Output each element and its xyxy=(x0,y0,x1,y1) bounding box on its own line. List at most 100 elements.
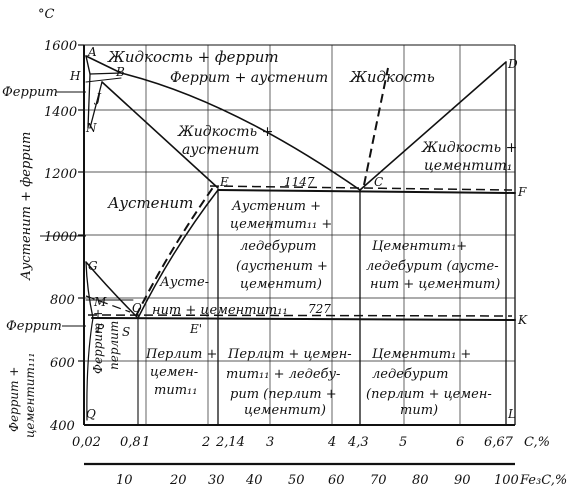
x-unit-c: C,% xyxy=(524,435,550,450)
region-pearl-cem-2: цемен- xyxy=(150,365,198,380)
point-labels: A B H J N E C D F G P S K M O Q L E' xyxy=(69,45,528,421)
side-ferrite-cem-1: Феррит + xyxy=(7,367,21,432)
fe3c-tick-10: 10 xyxy=(116,473,133,488)
fe3c-tick-40: 40 xyxy=(245,473,263,488)
region-aust-cem-led-1: Аустенит + xyxy=(231,199,321,214)
region-cem-led-2: ледебурит (аусте- xyxy=(366,259,499,274)
region-austenite: Аустенит xyxy=(107,194,193,212)
y-tick-600: 600 xyxy=(50,356,75,371)
side-ferrite-cem-2: цементит₁₁₁ xyxy=(23,353,37,438)
point-p: P xyxy=(95,322,105,336)
fe3c-tick-60: 60 xyxy=(328,473,345,488)
eutectic-ecf xyxy=(217,189,516,194)
point-k: K xyxy=(517,313,528,327)
region-pearl-cem-led-3: рит (перлит + xyxy=(230,387,337,402)
region-pearl-cem-led-1: Перлит + цемен- xyxy=(227,347,352,362)
region-pearl-cem-1: Перлит + xyxy=(145,347,217,362)
temp-727: 727 xyxy=(308,302,331,316)
region-cemI-led-3: (перлит + цемен- xyxy=(366,387,492,402)
region-aust-cem-led-3: ледебурит xyxy=(240,239,316,254)
region-ferrite-pearl-2: перлит xyxy=(107,321,121,370)
region-liquid-cementite-2: цементит₁ xyxy=(424,158,512,174)
x-tick-2: 2 xyxy=(201,435,210,450)
x-tick-6: 6 xyxy=(456,435,464,450)
dashed-liquidus-graphite xyxy=(363,67,389,186)
point-q: Q xyxy=(86,407,96,421)
fe3c-tick-70: 70 xyxy=(370,473,387,488)
solidus-ah xyxy=(85,55,91,75)
dashed-eutectic xyxy=(209,185,513,191)
x-tick-4-3: 4,3 xyxy=(347,435,369,450)
fe3c-tick-80: 80 xyxy=(412,473,429,488)
point-j: J xyxy=(93,91,102,105)
region-ferrite-austenite: Феррит + аустенит xyxy=(170,70,328,86)
dashed-eutectoid xyxy=(87,314,513,317)
liquidus-abc xyxy=(85,55,361,191)
fe3c-tick-30: 30 xyxy=(208,473,225,488)
region-aust-cem-led-4: (аустенит + xyxy=(236,259,328,274)
region-cem-led-3: нит + цементит) xyxy=(370,277,500,292)
region-aust-cem-led-2: цементит₁₁ + xyxy=(230,217,332,232)
fe3c-scale: 10 20 30 40 50 60 70 80 90 100 Fe₃C,% xyxy=(84,462,567,488)
side-ferrite-top: Феррит xyxy=(2,85,58,100)
y-tick-1600: 1600 xyxy=(44,39,77,54)
fe3c-tick-50: 50 xyxy=(288,473,305,488)
point-l: L xyxy=(507,407,516,421)
region-pearl-cem-led-2: тит₁₁ + ледебу- xyxy=(226,367,340,382)
liquidus-cd xyxy=(359,61,507,191)
region-labels: Жидкость + феррит Феррит + аустенит Жидк… xyxy=(91,48,517,418)
x-tick-0-02: 0,02 xyxy=(72,435,101,450)
region-aust-cem-2: нит + цементит₁₁ xyxy=(152,303,288,318)
point-c: C xyxy=(374,175,383,189)
region-liquid-cementite-1: Жидкость + xyxy=(421,140,517,156)
fe3c-tick-20: 20 xyxy=(169,473,187,488)
region-aust-cem-1: Аусте- xyxy=(159,275,209,290)
y-tick-1000: 1000 xyxy=(44,230,77,245)
region-liquid-ferrite: Жидкость + феррит xyxy=(107,48,279,66)
point-m: M xyxy=(93,295,107,309)
ticks xyxy=(78,44,84,362)
grid xyxy=(84,45,515,425)
fe3c-tick-100: 100 xyxy=(494,473,519,488)
point-g: G xyxy=(88,259,98,273)
point-d: D xyxy=(507,57,518,71)
region-cemI-led-2: ледебурит xyxy=(372,367,448,382)
region-ferrite-pearl-1: Феррит + xyxy=(91,309,105,374)
line-se xyxy=(137,189,219,319)
x-tick-labels-c: 0,02 0,8 1 2 2,14 3 4 4,3 5 6 6,67 C,% xyxy=(72,435,550,450)
x-tick-6-67: 6,67 xyxy=(484,435,514,450)
side-ferrite-mid: Феррит xyxy=(6,319,62,334)
fe3c-tick-90: 90 xyxy=(454,473,471,488)
region-cemI-led-1: Цементит₁ + xyxy=(372,347,471,362)
y-unit: °C xyxy=(38,7,55,22)
region-pearl-cem-led-4: цементит) xyxy=(244,403,326,418)
temp-1147: 1147 xyxy=(284,175,315,189)
x-tick-5: 5 xyxy=(399,435,407,450)
dashed-se xyxy=(135,185,215,317)
y-tick-800: 800 xyxy=(50,293,75,308)
line-hn xyxy=(87,73,91,129)
point-o: O xyxy=(132,301,142,315)
region-cem-led-1: Цементит₁+ xyxy=(372,239,467,254)
region-liquid-austenite-1: Жидкость + xyxy=(177,124,273,140)
region-cemI-led-4: тит) xyxy=(400,403,438,418)
x-tick-4: 4 xyxy=(327,435,336,450)
y-tick-1400: 1400 xyxy=(44,105,77,120)
point-e: E xyxy=(219,175,229,189)
side-austenite-ferrite: Аустенит + феррит xyxy=(19,132,34,281)
x-tick-1: 1 xyxy=(142,435,150,450)
x-tick-2-14: 2,14 xyxy=(215,435,245,450)
region-pearl-cem-3: тит₁₁ xyxy=(154,383,197,398)
point-f: F xyxy=(517,185,527,199)
point-n: N xyxy=(85,121,97,135)
region-liquid-austenite-2: аустенит xyxy=(182,142,259,158)
y-tick-400: 400 xyxy=(49,419,75,434)
y-tick-1200: 1200 xyxy=(44,167,77,182)
region-liquid: Жидкость xyxy=(349,68,435,86)
peritectic-hjb xyxy=(89,72,122,75)
line-gp xyxy=(85,261,94,319)
region-aust-cem-led-5: цементит) xyxy=(240,277,322,292)
phase-lines xyxy=(85,55,516,426)
dashed-gs xyxy=(85,295,131,313)
